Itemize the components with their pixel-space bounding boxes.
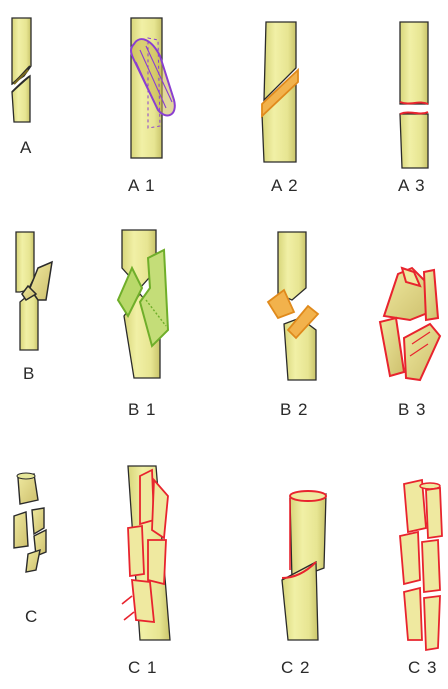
stem-b3 (380, 268, 440, 380)
b3-lower-right-fragment (404, 324, 440, 380)
stem-c2 (282, 491, 326, 640)
c1-fragment-4 (148, 540, 166, 584)
label-a1: A 1 (128, 176, 156, 196)
label-a2: A 2 (271, 176, 299, 196)
c1-fragment-2 (152, 480, 168, 538)
label-a: A (20, 138, 32, 158)
label-a3: A 3 (398, 176, 426, 196)
b3-lower-left-fragment (380, 318, 404, 376)
stem-a1 (131, 18, 175, 158)
label-b1: B 1 (128, 400, 157, 420)
stem-c1 (122, 466, 170, 640)
label-c: C (25, 607, 38, 627)
c3-fragment-2 (426, 488, 442, 538)
c3-fragment-5 (404, 588, 422, 640)
stem-b2 (268, 232, 318, 380)
label-c1: C 1 (128, 658, 157, 678)
red-transverse-edge-bottom (400, 112, 428, 114)
stem-b1 (118, 230, 168, 378)
stem-c3 (400, 480, 442, 650)
label-b3: B 3 (398, 400, 427, 420)
c1-fragment-3 (128, 526, 144, 576)
label-b: B (23, 364, 35, 384)
c3-fragment-3 (400, 532, 420, 584)
c3-fragment-6 (424, 596, 440, 650)
b3-right-fragment (424, 270, 438, 320)
stem-a (12, 18, 31, 122)
label-c2: C 2 (281, 658, 310, 678)
c2-top-end (290, 491, 326, 501)
red-transverse-edge-top (400, 102, 428, 104)
label-c3: C 3 (408, 658, 437, 678)
c1-fragment-5 (132, 580, 154, 622)
c3-fragment-4 (422, 540, 440, 592)
label-b2: B 2 (280, 400, 309, 420)
stem-a2 (262, 22, 298, 162)
stem-a3 (400, 22, 428, 168)
stem-c (14, 473, 46, 572)
stem-b (16, 232, 52, 350)
